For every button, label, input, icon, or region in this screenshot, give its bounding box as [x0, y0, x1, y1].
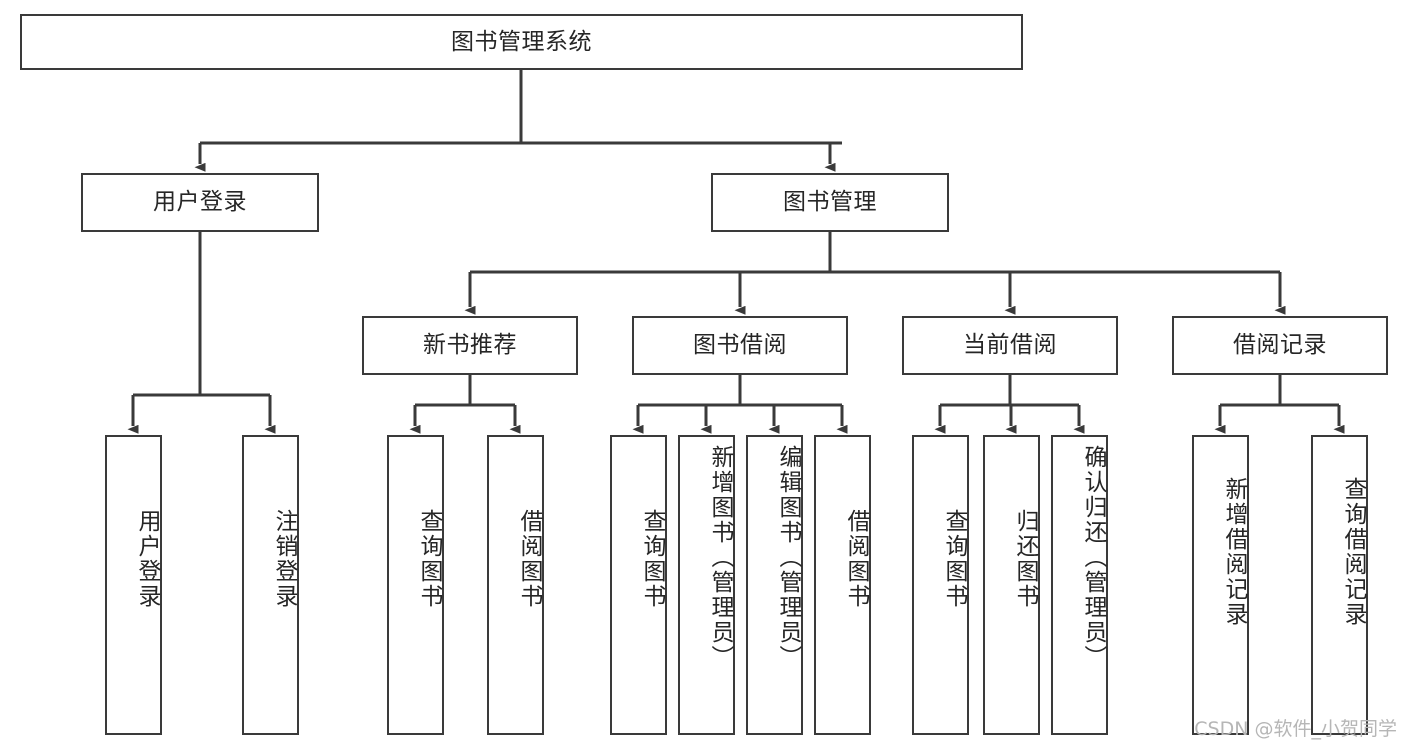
node-root[interactable]: 图书管理系统: [20, 14, 1023, 70]
node-leaf-add-record-label: 新增借阅记录: [1221, 477, 1247, 627]
node-book-borrow-label: 图书借阅: [693, 332, 787, 359]
node-borrow-record[interactable]: 借阅记录: [1172, 316, 1388, 375]
node-book-borrow[interactable]: 图书借阅: [632, 316, 848, 375]
node-leaf-user-login-label: 用户登录: [134, 509, 160, 609]
node-current-borrow[interactable]: 当前借阅: [902, 316, 1118, 375]
csdn-watermark: CSDN @软件_小贺同学: [1194, 718, 1397, 740]
node-leaf-add-book-label: 新增图书（管理员）: [707, 445, 733, 670]
node-leaf-confirm-return[interactable]: 确认归还（管理员）: [1051, 435, 1108, 735]
node-current-borrow-label: 当前借阅: [963, 332, 1057, 359]
node-leaf-logout-label: 注销登录: [271, 509, 297, 609]
node-leaf-borrow-book-1-label: 借阅图书: [516, 509, 542, 609]
node-leaf-query-book-1-label: 查询图书: [416, 509, 442, 609]
node-user-login[interactable]: 用户登录: [81, 173, 319, 232]
node-borrow-record-label: 借阅记录: [1233, 332, 1327, 359]
node-user-login-label: 用户登录: [153, 189, 247, 216]
node-leaf-return-book[interactable]: 归还图书: [983, 435, 1040, 735]
node-leaf-add-book[interactable]: 新增图书（管理员）: [678, 435, 735, 735]
node-leaf-borrow-book-2[interactable]: 借阅图书: [814, 435, 871, 735]
node-leaf-logout[interactable]: 注销登录: [242, 435, 299, 735]
node-leaf-query-record[interactable]: 查询借阅记录: [1311, 435, 1368, 735]
node-leaf-query-record-label: 查询借阅记录: [1340, 477, 1366, 627]
node-leaf-confirm-return-label: 确认归还（管理员）: [1080, 445, 1106, 670]
node-leaf-edit-book-label: 编辑图书（管理员）: [775, 445, 801, 670]
node-root-label: 图书管理系统: [451, 28, 592, 55]
node-leaf-return-book-label: 归还图书: [1012, 509, 1038, 609]
node-leaf-query-book-2-label: 查询图书: [639, 509, 665, 609]
node-leaf-borrow-book-1[interactable]: 借阅图书: [487, 435, 544, 735]
node-new-book-rec[interactable]: 新书推荐: [362, 316, 578, 375]
node-leaf-query-book-1[interactable]: 查询图书: [387, 435, 444, 735]
node-leaf-query-book-2[interactable]: 查询图书: [610, 435, 667, 735]
node-leaf-query-book-3[interactable]: 查询图书: [912, 435, 969, 735]
node-leaf-borrow-book-2-label: 借阅图书: [843, 509, 869, 609]
node-new-book-rec-label: 新书推荐: [423, 332, 517, 359]
node-leaf-edit-book[interactable]: 编辑图书（管理员）: [746, 435, 803, 735]
node-leaf-query-book-3-label: 查询图书: [941, 509, 967, 609]
node-book-manage[interactable]: 图书管理: [711, 173, 949, 232]
node-book-manage-label: 图书管理: [783, 189, 877, 216]
node-leaf-add-record[interactable]: 新增借阅记录: [1192, 435, 1249, 735]
node-leaf-user-login[interactable]: 用户登录: [105, 435, 162, 735]
